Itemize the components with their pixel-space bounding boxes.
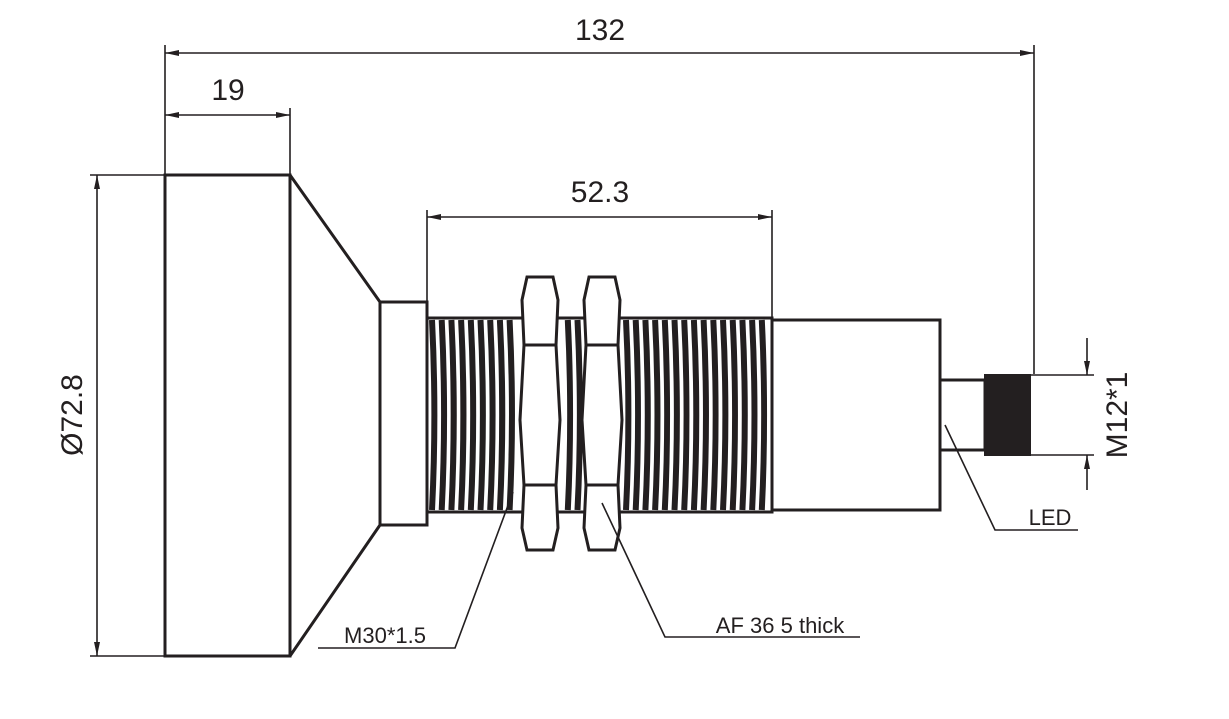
thread-line xyxy=(652,319,661,511)
callout-body-thread: M30*1.5 xyxy=(318,491,514,649)
threaded-barrel xyxy=(425,316,774,514)
thread-line xyxy=(690,319,700,511)
nut-2 xyxy=(580,275,624,552)
nut-1 xyxy=(518,275,562,552)
thread-line xyxy=(710,319,719,511)
callout-led: LED xyxy=(944,424,1078,531)
thread-line xyxy=(700,319,709,511)
thread-line xyxy=(739,319,748,511)
thread-line xyxy=(448,319,457,511)
lens-housing xyxy=(163,173,429,658)
thread-line xyxy=(681,319,690,511)
thread-line xyxy=(429,319,438,511)
thread-line xyxy=(720,319,729,511)
thread-line xyxy=(564,319,574,511)
thread-line xyxy=(661,319,671,511)
dimension-diameter: Ø72.8 xyxy=(56,174,165,657)
thread-line xyxy=(506,319,515,511)
thread-line xyxy=(642,319,651,511)
thread-line xyxy=(623,319,632,511)
thread-line xyxy=(574,319,583,511)
svg-text:132: 132 xyxy=(575,14,625,47)
svg-text:Ø72.8: Ø72.8 xyxy=(56,374,89,456)
svg-text:19: 19 xyxy=(211,74,244,107)
dimension-thread-length: 52.3 xyxy=(426,176,773,318)
thread-line xyxy=(458,319,467,511)
dimension-overall: 132 xyxy=(164,14,1035,374)
svg-text:AF 36 5 thick: AF 36 5 thick xyxy=(716,613,845,638)
thread-line xyxy=(749,319,758,511)
thread-line xyxy=(467,319,477,511)
rear-body xyxy=(770,318,942,512)
svg-text:M30*1.5: M30*1.5 xyxy=(344,623,426,648)
thread-line xyxy=(438,319,447,511)
dimension-connector-thread: M12*1 xyxy=(1030,338,1134,490)
svg-text:LED: LED xyxy=(1029,505,1072,530)
connector-thread xyxy=(984,374,1031,456)
svg-text:M12*1: M12*1 xyxy=(1101,372,1134,459)
thread-line xyxy=(671,319,680,511)
thread-line xyxy=(632,319,641,511)
thread-line xyxy=(729,319,738,511)
dimension-lens-length: 19 xyxy=(165,74,291,175)
connector-stub xyxy=(938,378,987,452)
thread-line xyxy=(487,319,496,511)
thread-line xyxy=(477,319,486,511)
thread-line xyxy=(758,319,768,511)
thread-line xyxy=(496,319,506,511)
callout-nut: AF 36 5 thick xyxy=(601,502,860,638)
svg-text:52.3: 52.3 xyxy=(571,176,629,209)
